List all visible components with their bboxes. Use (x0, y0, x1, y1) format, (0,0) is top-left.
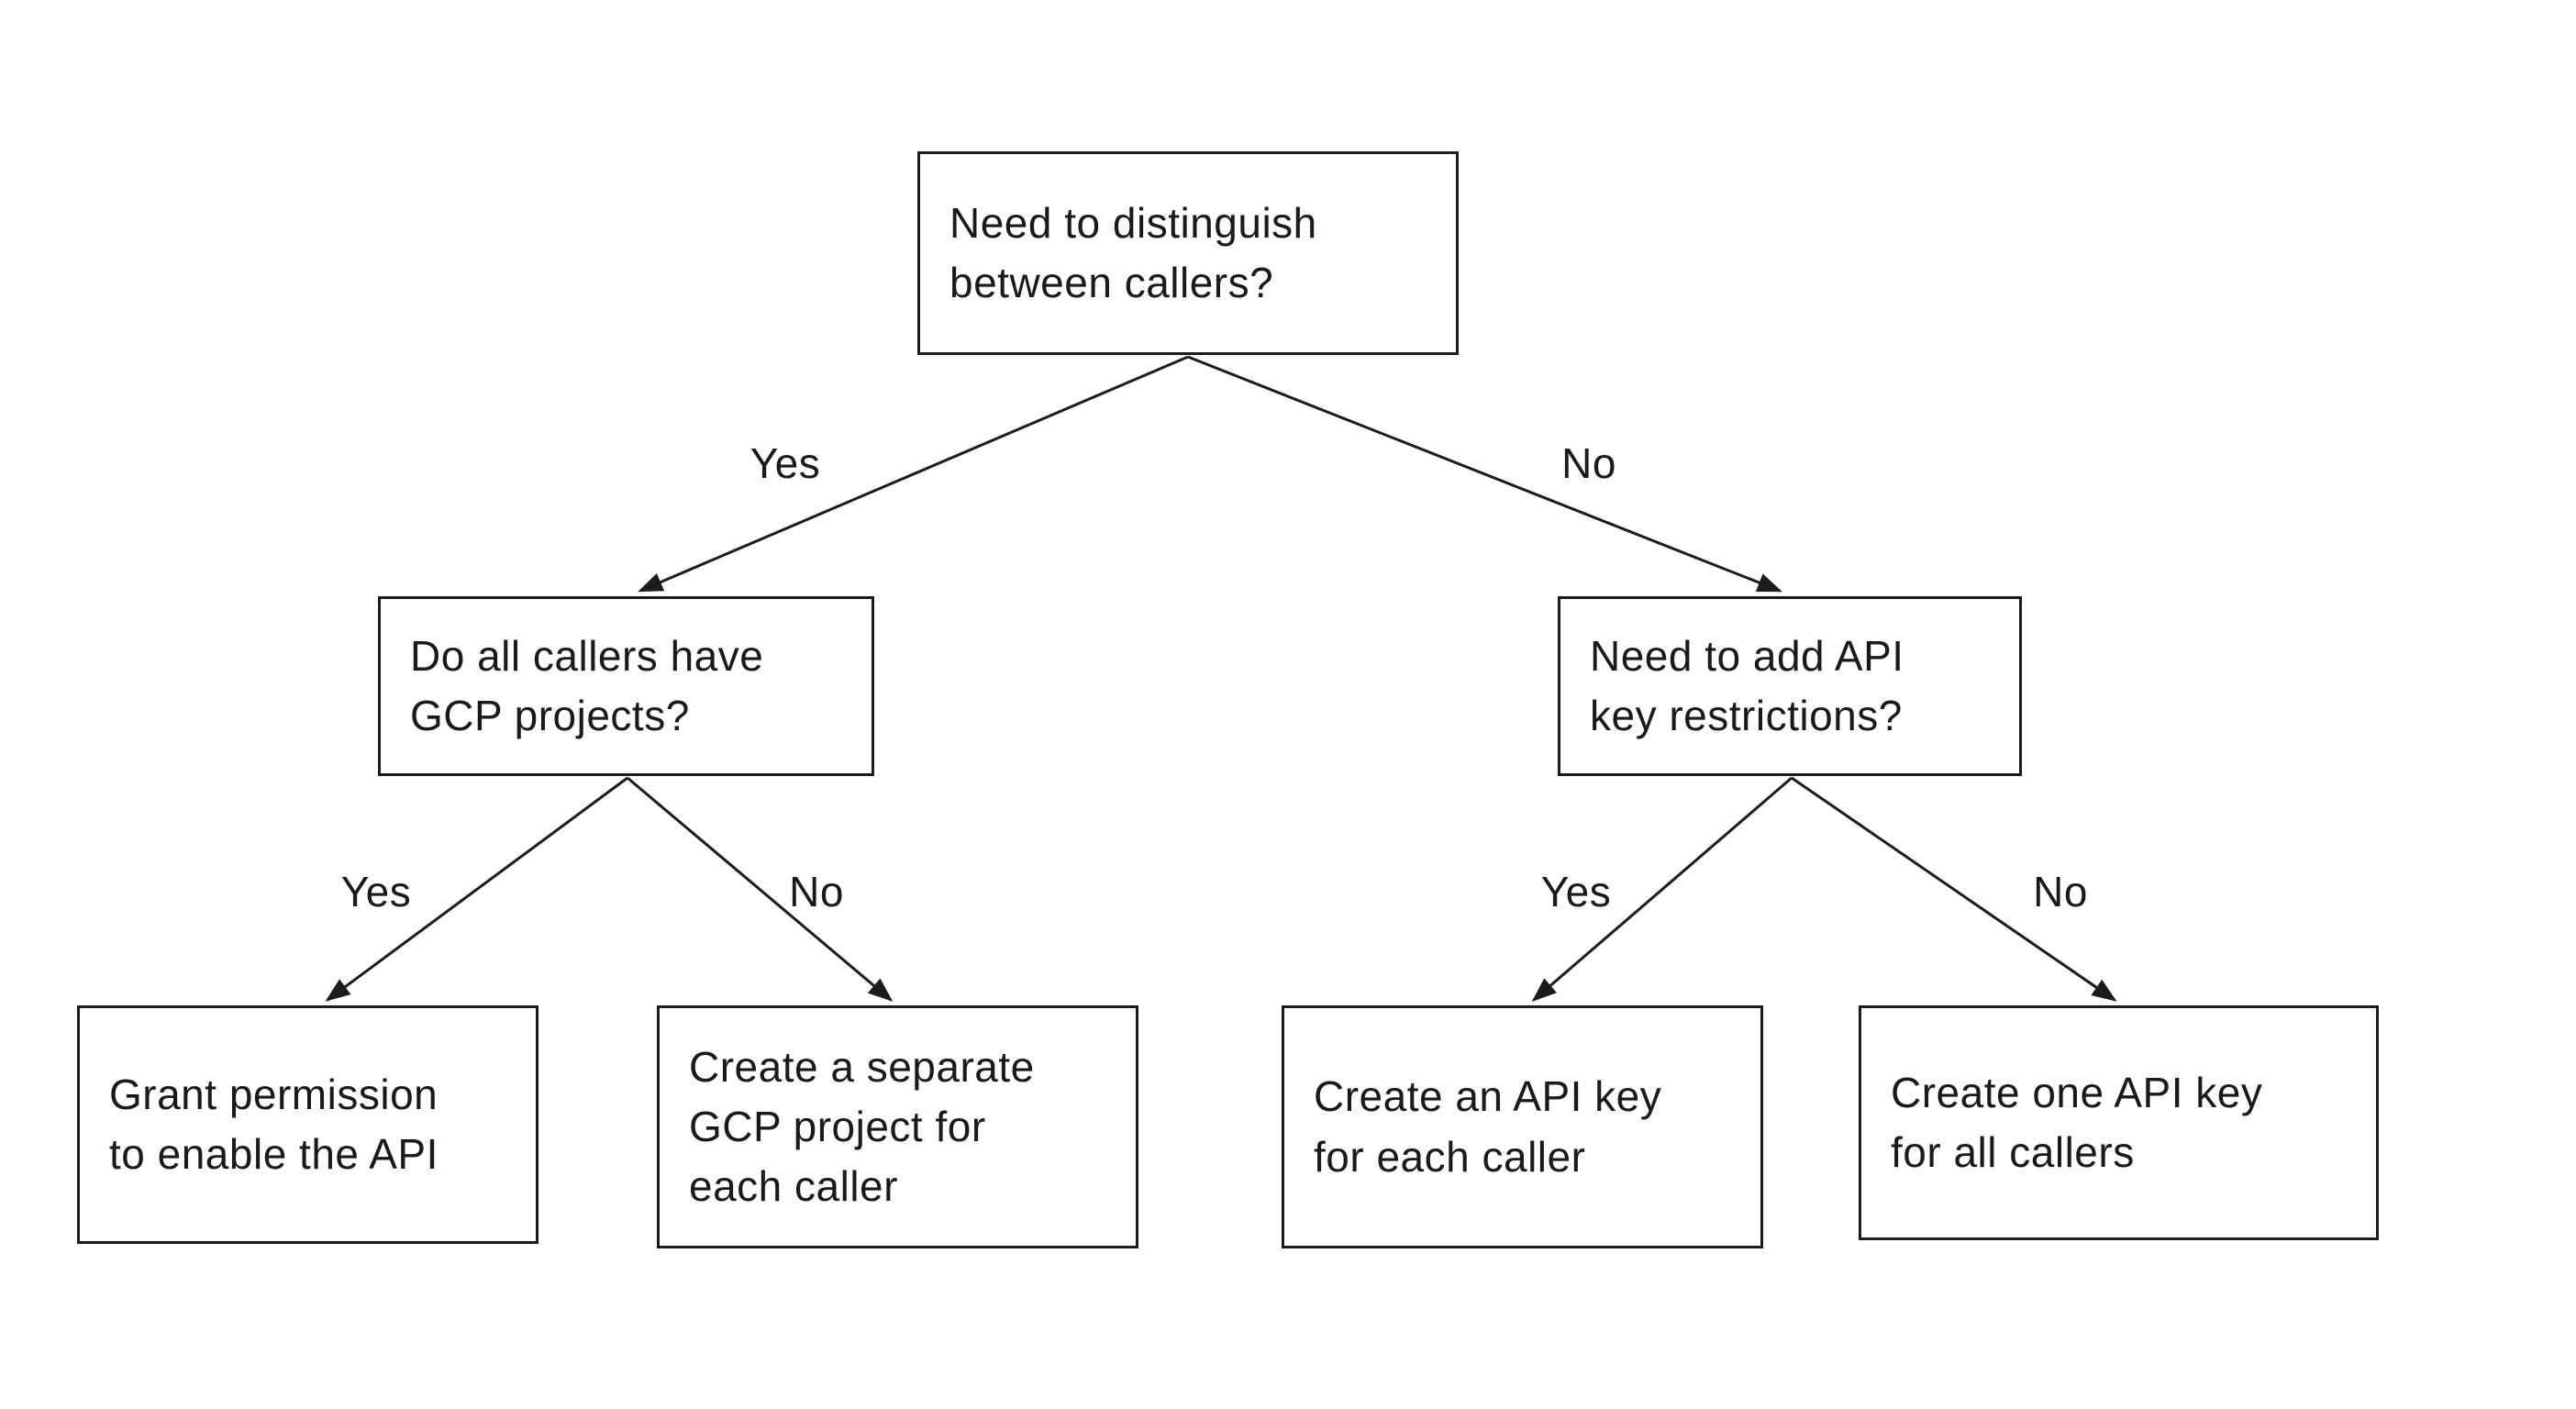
edge-label-root-yes: Yes (749, 439, 821, 487)
node-leaf-key-per-caller: Create an API key for each caller (1282, 1005, 1763, 1248)
edge-right-yes-line (1531, 776, 1793, 1002)
edge-label-root-no: No (1561, 439, 1616, 487)
edge-left-no-line (627, 776, 894, 1002)
edge-label-left-no: No (789, 868, 844, 915)
edge-label-right-yes: Yes (1540, 868, 1612, 915)
node-left-question-label: Do all callers have GCP projects? (410, 631, 764, 739)
node-leaf-grant-permission: Grant permission to enable the API (77, 1005, 539, 1244)
node-right-question: Need to add API key restrictions? (1558, 596, 2022, 776)
node-leaf-separate-project-label: Create a separate GCP project for each c… (689, 1042, 1035, 1211)
node-left-question: Do all callers have GCP projects? (378, 596, 874, 776)
node-leaf-one-key: Create one API key for all callers (1859, 1005, 2379, 1240)
node-right-question-label: Need to add API key restrictions? (1590, 631, 1904, 739)
edge-label-left-yes: Yes (340, 868, 412, 915)
node-root-question-label: Need to distinguish between callers? (949, 198, 1317, 306)
edge-left-yes-line (325, 776, 628, 1002)
node-root-question: Need to distinguish between callers? (917, 151, 1459, 355)
edge-root-yes-line (638, 355, 1189, 593)
edge-label-right-no: No (2033, 868, 2088, 915)
node-leaf-key-per-caller-label: Create an API key for each caller (1314, 1072, 1662, 1181)
node-leaf-one-key-label: Create one API key for all callers (1891, 1068, 2263, 1176)
edge-right-no-line (1791, 776, 2117, 1002)
node-leaf-separate-project: Create a separate GCP project for each c… (657, 1005, 1138, 1248)
edge-root-no-line (1187, 355, 1782, 593)
node-leaf-grant-permission-label: Grant permission to enable the API (109, 1070, 439, 1178)
